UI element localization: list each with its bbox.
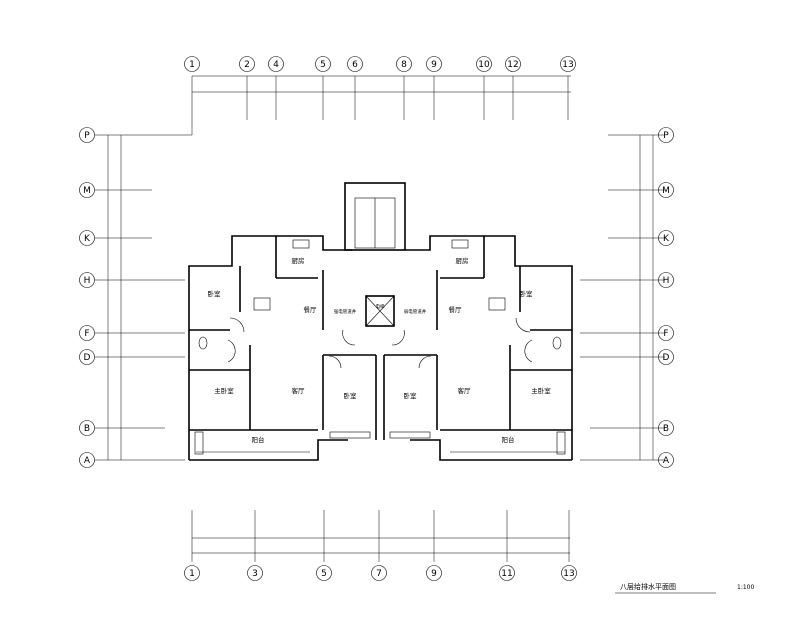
- axis-right-B: B: [663, 424, 669, 434]
- room-bed-mid-right: 卧室: [404, 391, 418, 400]
- axis-top-9: 9: [431, 60, 437, 70]
- axis-left-A: A: [84, 456, 91, 466]
- axis-right-M: M: [662, 186, 670, 196]
- drawing-title: 八层给排水平面图: [620, 582, 676, 591]
- room-bedroom-left: 卧室: [208, 289, 222, 298]
- axis-right-K: K: [663, 234, 670, 244]
- axis-top-4: 4: [273, 60, 279, 70]
- axis-top-6: 6: [352, 60, 358, 70]
- room-master-left: 主卧室: [214, 386, 234, 395]
- drawing-scale: 1:100: [737, 584, 754, 591]
- right-axis-bubbles: P M K H F D B A: [658, 127, 674, 468]
- left-dimension-lines: [95, 135, 185, 461]
- left-axis-bubbles: P M K H F D B A: [79, 127, 95, 468]
- axis-bottom-13: 13: [563, 569, 574, 579]
- axis-bottom-3: 3: [252, 569, 258, 579]
- room-kitchen-right: 厨房: [456, 256, 469, 265]
- axis-left-P: P: [84, 131, 90, 141]
- axis-right-D: D: [663, 353, 670, 363]
- axis-right-A: A: [663, 456, 670, 466]
- room-shaft-left: 强电管道井: [334, 308, 357, 315]
- room-kitchen-left: 厨房: [292, 256, 305, 265]
- axis-left-K: K: [84, 234, 91, 244]
- axis-top-5: 5: [320, 60, 326, 70]
- top-axis-bubbles: 1 2 4 5 6 8 9 10 12 13: [184, 56, 576, 72]
- room-bed-mid-left: 卧室: [344, 391, 358, 400]
- room-living-left: 客厅: [292, 386, 306, 395]
- room-dining-right: 餐厅: [449, 305, 463, 314]
- room-balcony-left: 阳台: [252, 435, 265, 444]
- top-dimension-lines: [95, 75, 571, 136]
- bottom-axis-bubbles: 1 3 5 7 9 11 13: [184, 565, 577, 581]
- axis-right-H: H: [663, 276, 670, 286]
- title-block: 八层给排水平面图 1:100: [615, 582, 754, 594]
- axis-right-F: F: [663, 329, 668, 339]
- bottom-dimension-lines: [191, 510, 570, 562]
- building-walls: [188, 182, 573, 461]
- axis-left-H: H: [84, 276, 91, 286]
- axis-bottom-9: 9: [431, 569, 437, 579]
- axis-top-10: 10: [478, 60, 490, 70]
- axis-bottom-7: 7: [376, 569, 382, 579]
- axis-left-M: M: [83, 186, 91, 196]
- axis-left-F: F: [84, 329, 89, 339]
- axis-top-8: 8: [401, 60, 407, 70]
- room-master-right: 主卧室: [531, 386, 551, 395]
- room-dining-left: 餐厅: [304, 305, 318, 314]
- axis-top-13: 13: [562, 60, 573, 70]
- room-balcony-right: 阳台: [502, 435, 515, 444]
- axis-left-B: B: [84, 424, 90, 434]
- room-bedroom-right: 卧室: [520, 289, 534, 298]
- axis-top-2: 2: [244, 60, 250, 70]
- room-living-right: 客厅: [458, 386, 472, 395]
- axis-top-12: 12: [507, 60, 518, 70]
- axis-left-D: D: [84, 353, 91, 363]
- room-shaft-right: 弱电管道井: [404, 308, 427, 315]
- axis-top-1: 1: [189, 60, 195, 70]
- right-dimension-lines: [580, 134, 665, 461]
- axis-bottom-11: 11: [501, 569, 512, 579]
- room-labels: 卧室 卧室 厨房 厨房 餐厅 餐厅 客厅 客厅 主卧室 主卧室 卧室 卧室 阳台…: [208, 256, 552, 444]
- axis-bottom-5: 5: [321, 569, 327, 579]
- axis-bottom-1: 1: [189, 569, 195, 579]
- axis-right-P: P: [663, 131, 669, 141]
- room-elevator: 电梯: [376, 303, 385, 310]
